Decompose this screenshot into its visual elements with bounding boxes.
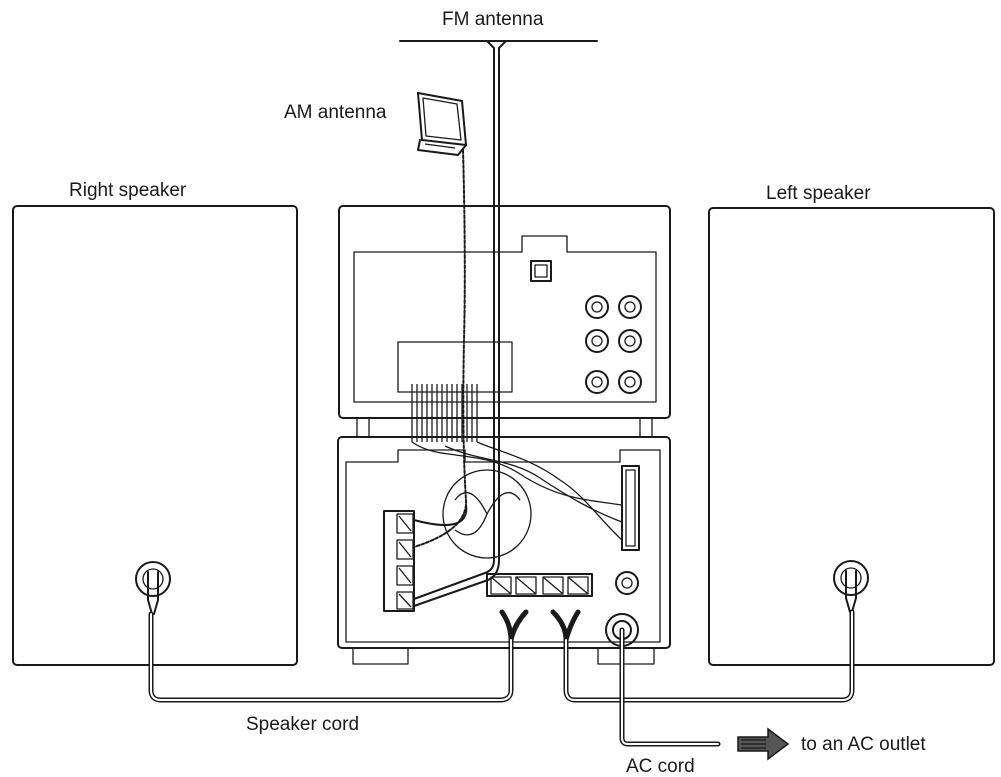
- speaker-terminal-block: [486, 573, 593, 597]
- left-speaker: [708, 207, 995, 666]
- left-speaker-label: Left speaker: [766, 183, 871, 204]
- fm-antenna: [399, 40, 598, 607]
- ribbon-cable: [411, 384, 623, 541]
- ribbon-connector: [621, 465, 640, 551]
- right-speaker: [12, 205, 298, 666]
- main-unit-lower: [337, 436, 671, 665]
- fm-antenna-label: FM antenna: [442, 9, 544, 30]
- ac-outlet-label: to an AC outlet: [801, 734, 926, 755]
- speaker-cord-label: Speaker cord: [246, 714, 360, 735]
- right-speaker-label: Right speaker: [69, 180, 187, 201]
- outlet-arrow: [737, 727, 790, 761]
- am-antenna: [416, 91, 468, 156]
- optical-port: [530, 260, 552, 282]
- ac-cord: [619, 627, 721, 747]
- rca-jacks: [585, 295, 642, 394]
- left-speaker-terminal: [833, 560, 869, 596]
- aux-jack: [615, 571, 639, 595]
- ac-cord-label: AC cord: [626, 756, 695, 777]
- am-antenna-label: AM antenna: [284, 102, 387, 123]
- right-speaker-terminal: [135, 561, 171, 597]
- main-unit-upper: [338, 205, 671, 439]
- antenna-terminal-block: [383, 510, 415, 612]
- speaker-cords: [148, 609, 855, 703]
